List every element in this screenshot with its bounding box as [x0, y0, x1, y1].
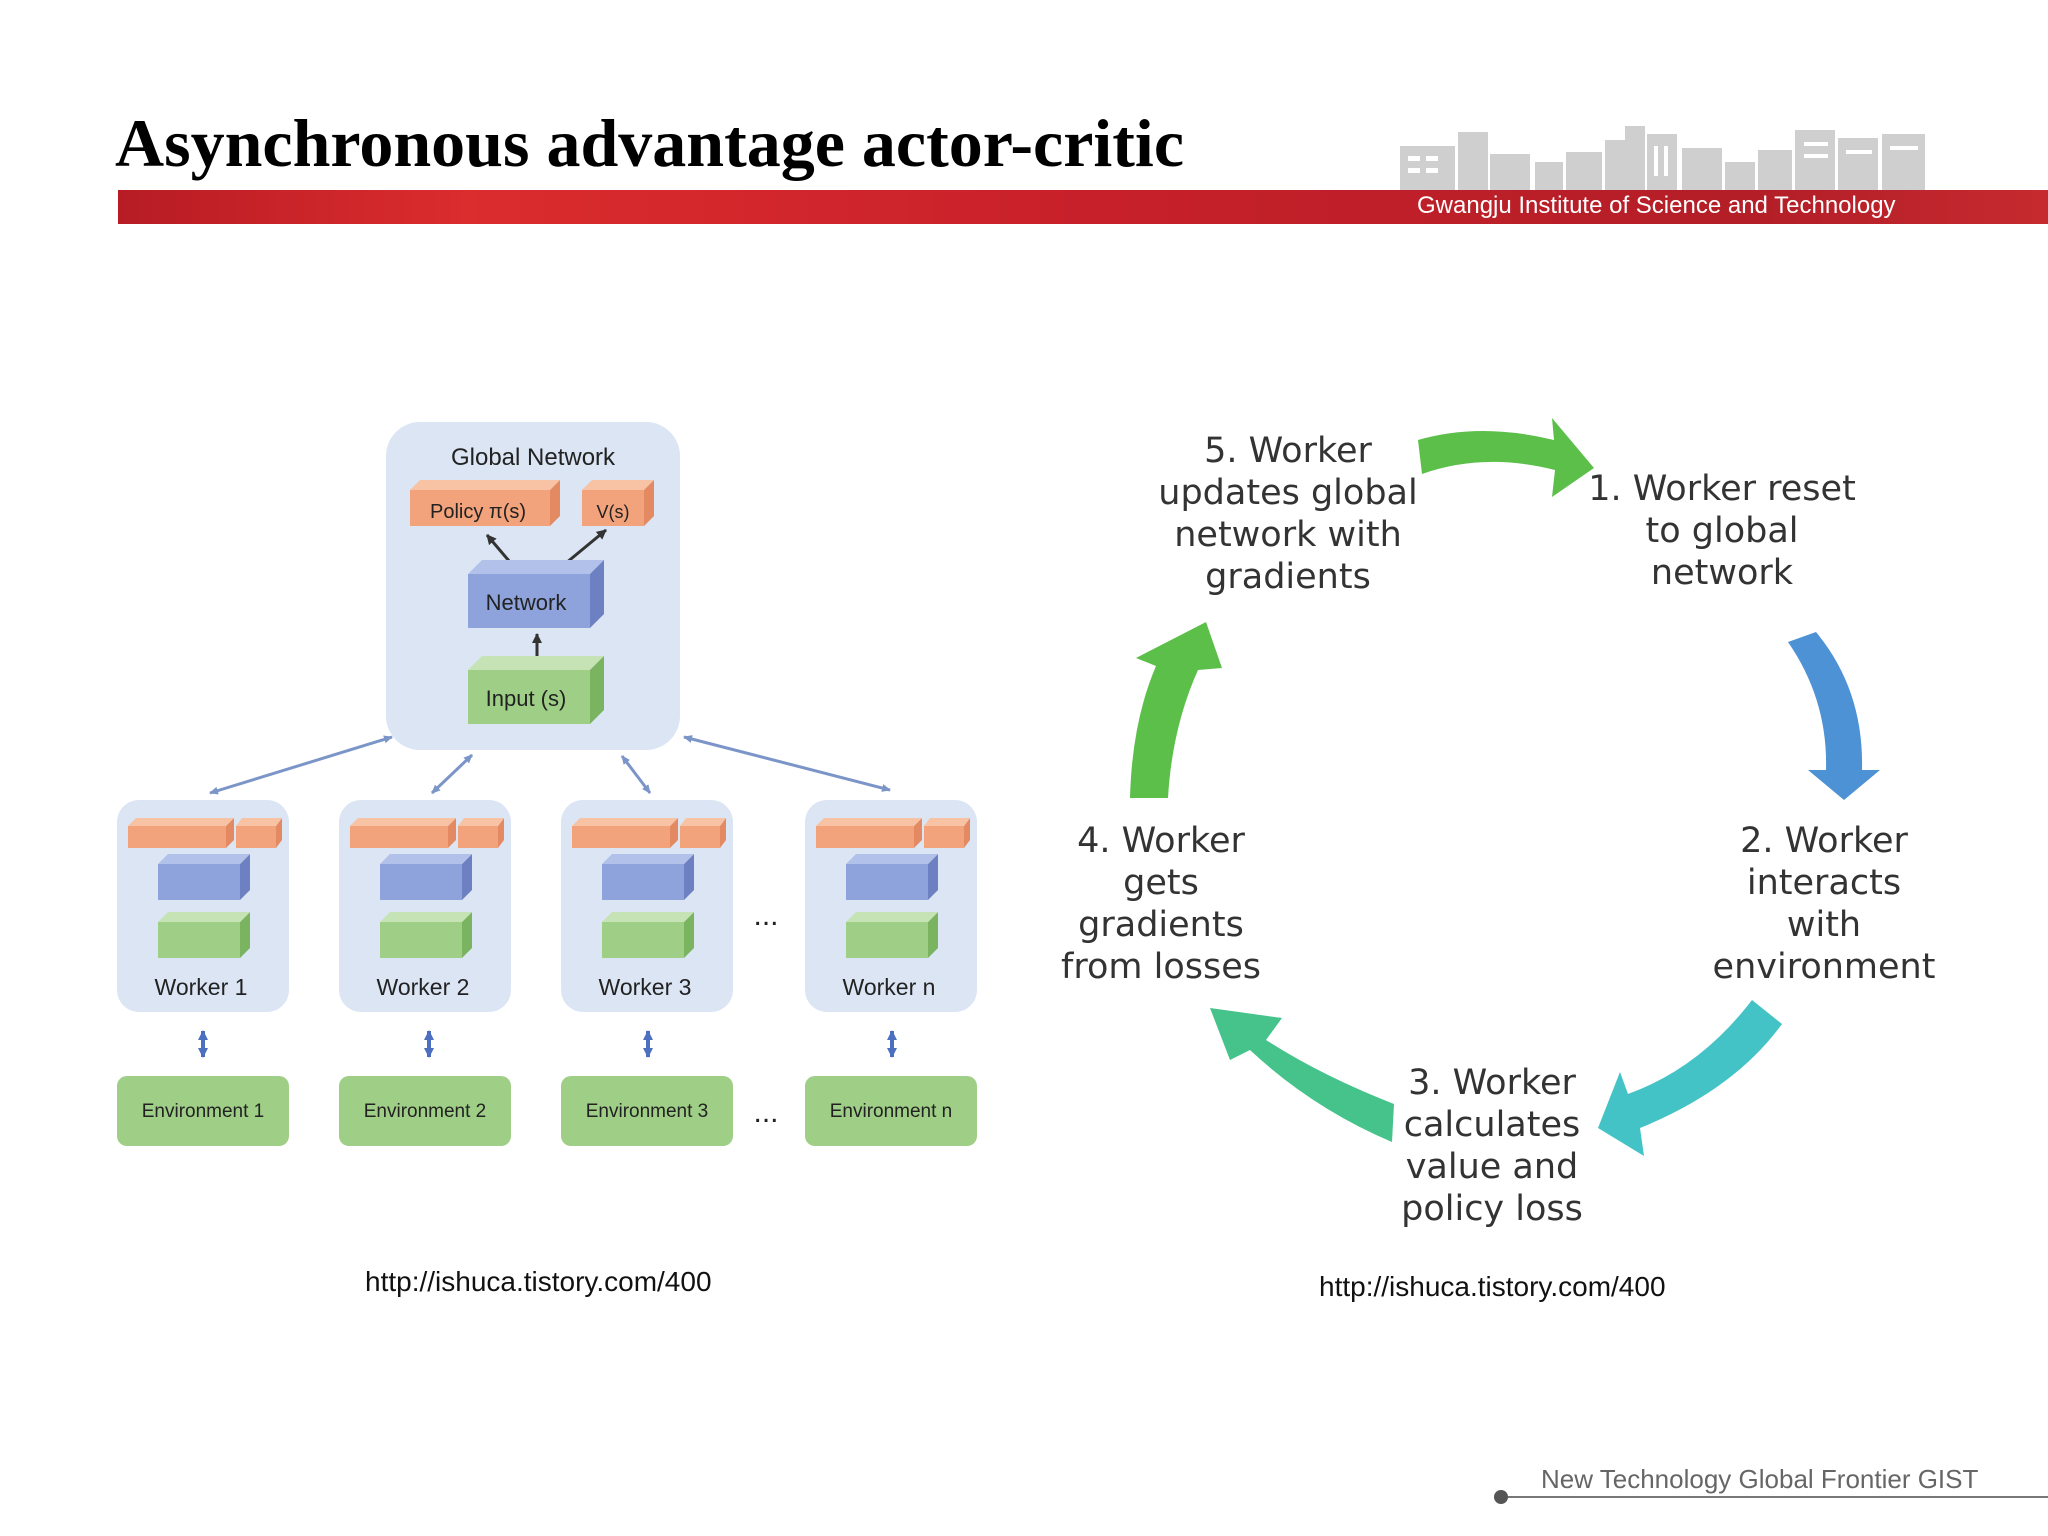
sync-arrows	[209, 735, 891, 795]
global-network-label: Global Network	[451, 444, 616, 471]
svg-text:gets: gets	[1123, 863, 1199, 903]
svg-text:4. Worker: 4. Worker	[1077, 821, 1245, 861]
step-4-text: 4. Worker gets gradients from losses	[1061, 821, 1261, 987]
environment-box-n: Environment n	[805, 1076, 977, 1146]
svg-text:from losses: from losses	[1061, 947, 1261, 987]
value-label: V(s)	[597, 502, 630, 522]
step-1-text: 1. Worker reset to global network	[1588, 469, 1856, 593]
worker-label: Worker 3	[599, 974, 692, 1000]
svg-text:gradients: gradients	[1078, 905, 1244, 945]
svg-text:environment: environment	[1713, 947, 1936, 987]
left-source-link[interactable]: http://ishuca.tistory.com/400	[365, 1266, 712, 1297]
svg-text:calculates: calculates	[1404, 1105, 1581, 1145]
footer-text: New Technology Global Frontier GIST	[1541, 1464, 1979, 1494]
environment-box-2: Environment 2	[339, 1076, 511, 1146]
environment-label: Environment 2	[364, 1101, 487, 1122]
footer-dot-icon	[1494, 1490, 1508, 1504]
svg-text:1. Worker reset: 1. Worker reset	[1588, 469, 1856, 509]
environment-label: Environment 3	[586, 1101, 709, 1122]
svg-text:value and: value and	[1406, 1147, 1579, 1187]
header-banner	[118, 190, 2048, 224]
slide-title: Asynchronous advantage actor-critic	[115, 105, 1185, 181]
svg-text:gradients: gradients	[1205, 557, 1371, 597]
svg-text:network with: network with	[1174, 515, 1402, 555]
step-2-text: 2. Worker interacts with environment	[1713, 821, 1936, 987]
environment-label: Environment 1	[142, 1101, 265, 1122]
svg-text:network: network	[1651, 553, 1794, 593]
environment-box-3: Environment 3	[561, 1076, 733, 1146]
svg-text:5. Worker: 5. Worker	[1204, 431, 1372, 471]
environment-label: Environment n	[830, 1101, 953, 1122]
step-3-text: 3. Worker calculates value and policy lo…	[1401, 1063, 1583, 1229]
svg-text:updates global: updates global	[1158, 473, 1417, 513]
cycle-arrow-3-to-4	[1210, 1008, 1394, 1142]
svg-text:to global: to global	[1645, 511, 1798, 551]
cycle-arrow-1-to-2	[1788, 632, 1880, 800]
right-source-link[interactable]: http://ishuca.tistory.com/400	[1319, 1271, 1666, 1302]
worker-panel-n: Worker n	[805, 800, 977, 1012]
environment-box-1: Environment 1	[117, 1076, 289, 1146]
input-box: Input (s)	[468, 656, 604, 724]
institution-name: Gwangju Institute of Science and Technol…	[1417, 192, 1896, 219]
network-label: Network	[486, 590, 568, 615]
worker-panel-1: Worker 1	[117, 800, 289, 1012]
worker-panel-3: Worker 3	[561, 800, 733, 1012]
skyline-logo-graphic	[1400, 126, 1925, 190]
svg-text:with: with	[1787, 905, 1861, 945]
svg-text:interacts: interacts	[1747, 863, 1901, 903]
step-5-text: 5. Worker updates global network with gr…	[1158, 431, 1417, 597]
worker-label: Worker 2	[377, 974, 470, 1000]
cycle-arrow-4-to-5	[1130, 622, 1222, 798]
global-network-panel: Global Network Policy π(s) V(s) Network	[386, 422, 680, 750]
worker-ellipsis: ...	[753, 899, 778, 932]
value-box: V(s)	[582, 480, 654, 526]
worker-label: Worker 1	[155, 974, 248, 1000]
svg-text:3. Worker: 3. Worker	[1408, 1063, 1576, 1103]
svg-text:policy loss: policy loss	[1401, 1189, 1583, 1229]
worker-label: Worker n	[843, 974, 936, 1000]
footer-divider	[1500, 1496, 2048, 1498]
worker-panel-2: Worker 2	[339, 800, 511, 1012]
input-label: Input (s)	[486, 686, 567, 711]
svg-text:2. Worker: 2. Worker	[1740, 821, 1908, 861]
network-box: Network	[468, 560, 604, 628]
policy-box: Policy π(s)	[410, 480, 560, 526]
cycle-arrow-2-to-3	[1598, 1000, 1782, 1156]
env-arrows	[198, 1030, 897, 1058]
policy-label: Policy π(s)	[430, 501, 526, 523]
cycle-arrow-5-to-1	[1418, 418, 1594, 497]
environment-ellipsis: ...	[753, 1096, 778, 1129]
